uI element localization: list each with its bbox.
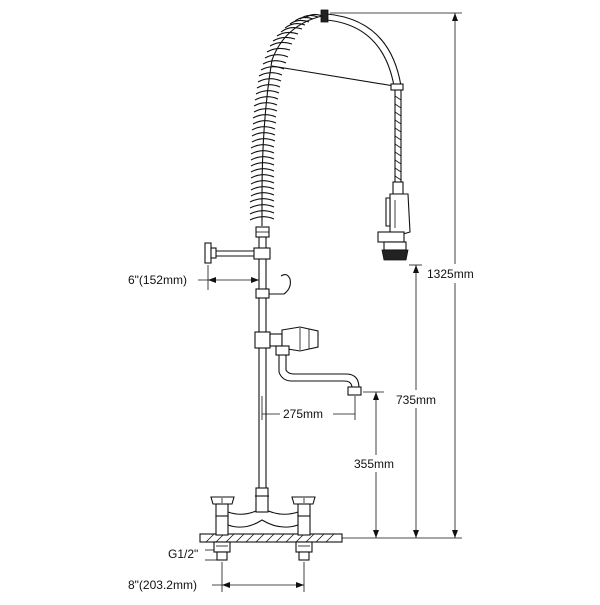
dim-label-inlet-thread: G1/2" [168,547,198,561]
spray-hook [255,274,291,299]
dimension-inlet-thread: G1/2" [168,547,217,561]
dimension-inlet-spacing: 8"(203.2mm) [128,562,305,592]
overhead-arm [271,13,404,91]
dim-label-total-height: 1325mm [427,267,474,281]
dim-label-spray-height: 735mm [396,393,436,407]
dimension-faucet-height: 355mm [354,391,394,538]
wall-bracket [204,242,271,264]
mixer-body [227,487,299,528]
pre-rinse-spring [249,9,329,226]
riser-pipe [255,226,270,488]
spray-gun [377,181,411,261]
dim-label-faucet-height: 355mm [354,457,394,471]
dim-label-inlet-spacing: 8"(203.2mm) [128,578,197,592]
dimension-spray-height: 735mm [396,264,436,538]
left-inlet [213,514,231,561]
dim-label-bracket-offset: 6"(152mm) [128,273,187,287]
dimension-spout-reach: 275mm [261,396,356,421]
right-valve-handle [291,496,316,517]
dimension-total-height: 1325mm [330,12,474,539]
dim-label-spout-reach: 275mm [283,407,323,421]
spray-hose [394,90,402,182]
left-valve-handle [210,496,235,517]
swivel-spout [278,355,362,396]
dimension-bracket-offset: 6"(152mm) [128,265,259,290]
add-on-faucet-valve [254,326,319,356]
